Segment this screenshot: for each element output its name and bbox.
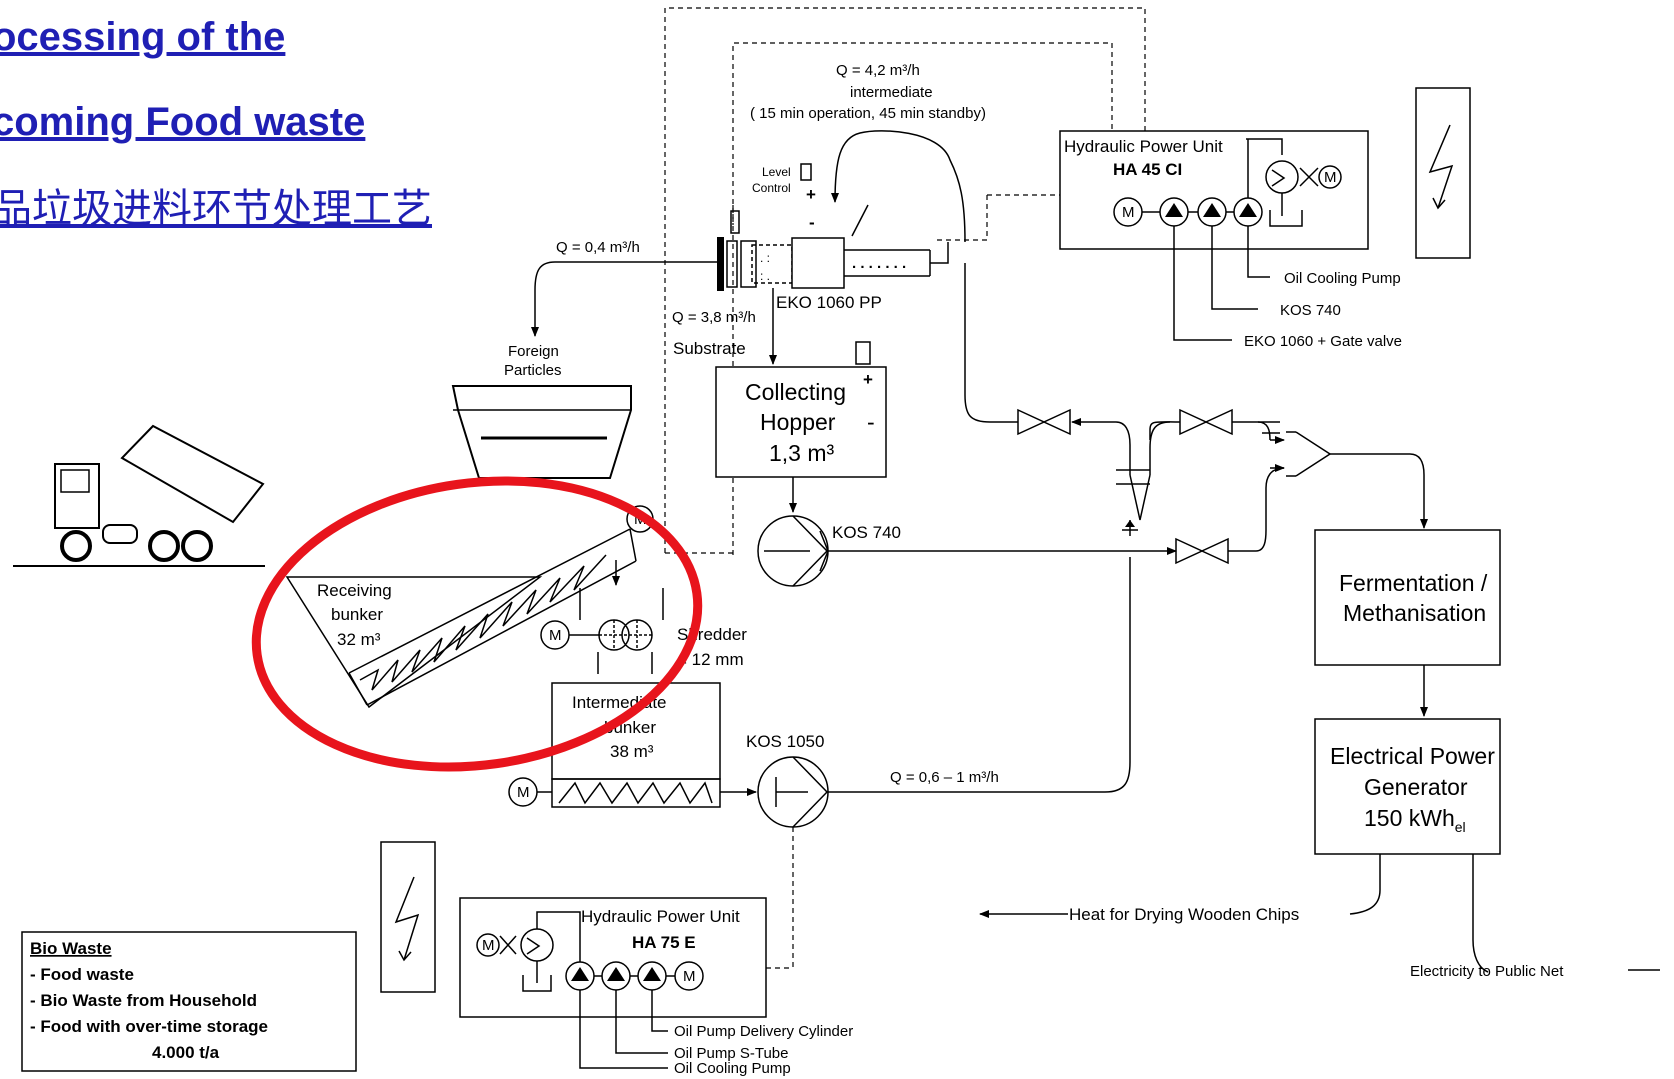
- legend-item: - Bio Waste from Household: [30, 991, 257, 1010]
- dot: : .: [760, 269, 770, 283]
- power-supply-top: [1415, 87, 1471, 259]
- foreign-particles-label: Foreign: [508, 343, 559, 360]
- receiving-label-1: Receiving: [317, 581, 392, 600]
- fermentation-box: Fermentation / Methanisation: [1314, 529, 1501, 666]
- hopper-label-2: Hopper: [760, 409, 836, 435]
- pump-kos-740: KOS 740: [757, 515, 901, 587]
- receiving-label-2: bunker: [331, 605, 383, 624]
- generator-label-3: 150 kWhel: [1364, 805, 1466, 835]
- hpu-top-title: Hydraulic Power Unit: [1064, 137, 1223, 156]
- intermediate-bunker: Intermediate bunker 38 m³ M: [508, 682, 757, 808]
- pump-kos-1050: KOS 1050 Q = 0,6 – 1 m³/h: [746, 557, 1131, 969]
- flow-q-foreign: Q = 0,4 m³/h: [556, 239, 640, 256]
- hpu-top-callout-1: Oil Cooling Pump: [1284, 270, 1401, 287]
- kos740-label: KOS 740: [832, 523, 901, 542]
- hopper-label-1: Collecting: [745, 379, 846, 405]
- hopper-label-3: 1,3 m³: [769, 440, 835, 466]
- heading-line-2: coming Food waste: [0, 100, 365, 144]
- power-supply-bottom: [380, 841, 436, 993]
- highlight-ellipse: [251, 476, 703, 772]
- flow-q-intermediate: Q = 4,2 m³/h: [836, 62, 920, 79]
- bio-waste-legend: Bio Waste - Food waste - Bio Waste from …: [21, 931, 357, 1072]
- flow-q-kos1050: Q = 0,6 – 1 m³/h: [890, 769, 999, 786]
- motor-label: M: [1122, 204, 1135, 221]
- hpu-bottom-callout-3: Oil Cooling Pump: [674, 1060, 791, 1077]
- legend-total: 4.000 t/a: [152, 1043, 220, 1062]
- hpu-top-callout-2: KOS 740: [1280, 302, 1341, 319]
- delivery-truck: [13, 424, 265, 567]
- motor-icon: [1318, 165, 1342, 189]
- hopper-plus: +: [863, 370, 873, 389]
- receiving-label-3: 32 m³: [337, 630, 381, 649]
- eko-separator: Q = 4,2 m³/h intermediate ( 15 min opera…: [717, 62, 986, 312]
- heading-line-1: ocessing of the: [0, 15, 285, 59]
- motor-label: M: [482, 937, 495, 954]
- shredder-label-2: < 12 mm: [677, 650, 744, 669]
- hpu-top-model: HA 45 CI: [1113, 160, 1182, 179]
- eko-label: EKO 1060 PP: [776, 293, 882, 312]
- shredder: M Shredder < 12 mm: [540, 588, 747, 674]
- hpu-bottom-callout-1: Oil Pump Delivery Cylinder: [674, 1023, 853, 1040]
- legend-item: - Food waste: [30, 965, 134, 984]
- legend-title: Bio Waste: [30, 939, 112, 958]
- kos1050-label: KOS 1050: [746, 732, 824, 751]
- motor-icon: [674, 961, 704, 991]
- hpu-top-callout-3: EKO 1060 + Gate valve: [1244, 333, 1402, 350]
- hydraulic-power-unit-top: Hydraulic Power Unit HA 45 CI M M Oil Co…: [1059, 130, 1402, 350]
- flow-q-substrate: Q = 3,8 m³/h: [672, 309, 756, 326]
- heading-line-3: 品垃圾进料环节处理工艺: [0, 186, 432, 232]
- hpu-bottom-callout-2: Oil Pump S-Tube: [674, 1045, 789, 1062]
- flow-q-intermediate-op: ( 15 min operation, 45 min standby): [750, 105, 986, 122]
- motor-label: M: [517, 784, 530, 801]
- level-control-label: Level: [762, 165, 791, 179]
- level-minus: -: [809, 213, 815, 232]
- collecting-hopper: Collecting Hopper 1,3 m³ + -: [715, 341, 887, 513]
- fermentation-label-2: Methanisation: [1343, 600, 1486, 626]
- hpu-bottom-model: HA 75 E: [632, 933, 696, 952]
- hydraulic-power-unit-bottom: Hydraulic Power Unit HA 75 E M M Oil Pum…: [459, 897, 853, 1077]
- hopper-minus: -: [867, 409, 875, 435]
- fermentation-label-1: Fermentation /: [1339, 570, 1488, 596]
- generator-label-2: Generator: [1364, 774, 1468, 800]
- hpu-bottom-title: Hydraulic Power Unit: [581, 907, 740, 926]
- legend-item: - Food with over-time storage: [30, 1017, 268, 1036]
- foreign-particles-label: Particles: [504, 362, 562, 379]
- motor-icon: [476, 933, 500, 957]
- electricity-output-label: Electricity to Public Net: [1410, 963, 1564, 980]
- generator-label-1: Electrical Power: [1330, 743, 1495, 769]
- screw-dots: . . . . . . .: [852, 255, 906, 272]
- motor-label: M: [549, 627, 562, 644]
- dot: . :: [760, 251, 770, 265]
- valve-manifold: [964, 263, 1428, 565]
- motor-label: M: [683, 968, 696, 985]
- motor-label: M: [1324, 169, 1337, 186]
- level-control-label: Control: [752, 181, 791, 195]
- level-plus: +: [806, 185, 816, 204]
- receiving-bunker: Receiving bunker 32 m³ M: [285, 505, 654, 709]
- intermediate-label-3: 38 m³: [610, 742, 654, 761]
- substrate-label: Substrate: [673, 339, 746, 358]
- foreign-container: [451, 385, 632, 479]
- generator-box: Electrical Power Generator 150 kWhel: [1314, 718, 1501, 855]
- heat-output-label: Heat for Drying Wooden Chips: [1069, 905, 1299, 924]
- flow-q-intermediate-sub: intermediate: [850, 84, 933, 101]
